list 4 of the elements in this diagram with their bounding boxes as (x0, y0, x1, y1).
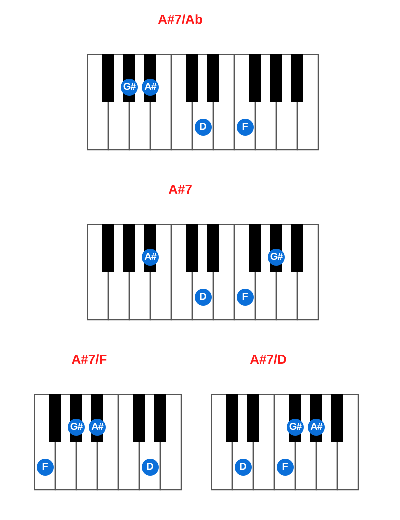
chord-title: A#7/Ab (158, 12, 203, 27)
chord-title: A#7/F (72, 352, 108, 367)
chord-title: A#7 (168, 182, 192, 197)
chord-title: A#7/D (250, 352, 287, 367)
